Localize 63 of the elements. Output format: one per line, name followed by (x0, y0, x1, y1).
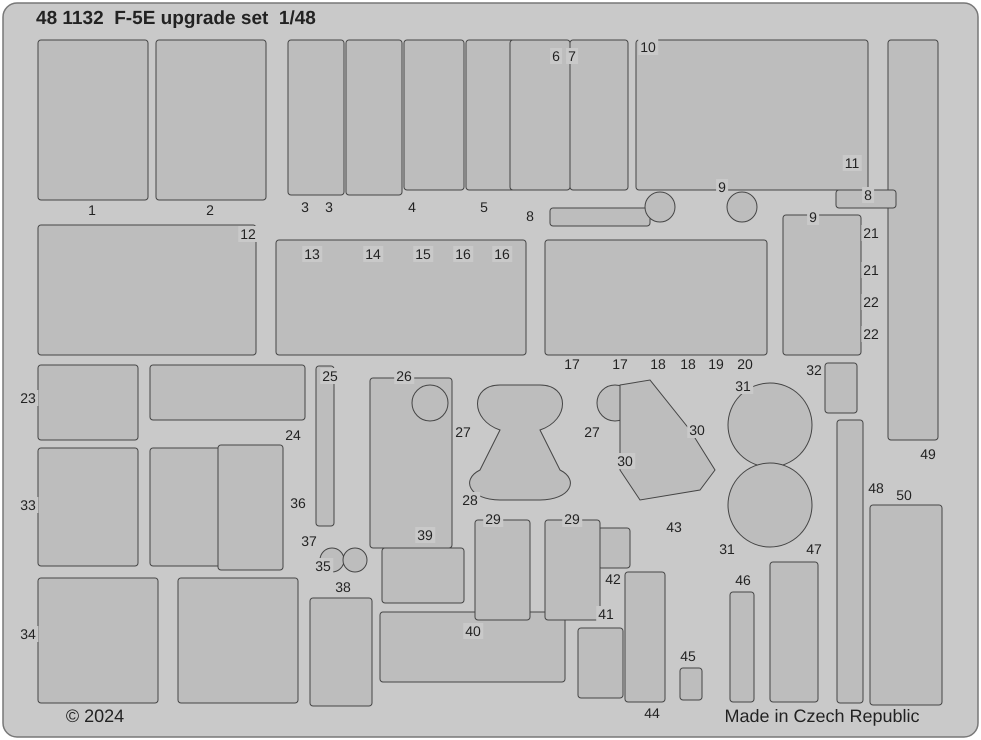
callout-number: 28 (460, 492, 480, 508)
callout-number: 3 (299, 199, 311, 215)
callout-number: 11 (842, 155, 862, 171)
callout-number: 49 (918, 446, 938, 462)
callout-number: 25 (320, 368, 340, 384)
callout-number: 16 (492, 246, 512, 262)
callout-number: 41 (596, 606, 616, 622)
callout-number: 36 (288, 495, 308, 511)
callout-number: 21 (861, 262, 881, 278)
callout-number: 46 (733, 572, 753, 588)
callout-number: 34 (18, 626, 38, 642)
callout-number: 30 (615, 453, 635, 469)
callout-number: 20 (735, 356, 755, 372)
callout-number: 29 (483, 511, 503, 527)
callout-number: 15 (413, 246, 433, 262)
callout-number: 30 (687, 422, 707, 438)
callout-number: 42 (603, 571, 623, 587)
callout-number: 26 (394, 368, 414, 384)
callout-number: 38 (333, 579, 353, 595)
callout-number: 17 (610, 356, 630, 372)
callout-number: 6 (550, 48, 562, 64)
callout-number: 2 (204, 202, 216, 218)
callout-number: 50 (894, 487, 914, 503)
callout-number: 9 (807, 209, 819, 225)
callout-number: 24 (283, 427, 303, 443)
callout-number: 27 (582, 424, 602, 440)
callout-number: 45 (678, 648, 698, 664)
callout-number: 23 (18, 390, 38, 406)
callout-number: 43 (664, 519, 684, 535)
callout-number: 29 (562, 511, 582, 527)
callout-number: 13 (302, 246, 322, 262)
callout-number: 1 (86, 202, 98, 218)
callout-number: 31 (717, 541, 737, 557)
callout-number: 8 (862, 187, 874, 203)
callout-number: 37 (299, 533, 319, 549)
callout-number: 7 (566, 48, 578, 64)
sheet-title: 48 1132 F-5E upgrade set 1/48 (36, 8, 316, 30)
callout-number: 33 (18, 497, 38, 513)
callout-number: 40 (463, 623, 483, 639)
callout-number: 47 (804, 541, 824, 557)
callout-number: 5 (478, 199, 490, 215)
callout-number: 4 (406, 199, 418, 215)
callout-number: 31 (733, 378, 753, 394)
callout-number: 39 (415, 527, 435, 543)
callout-number: 12 (238, 226, 258, 242)
callout-number: 18 (648, 356, 668, 372)
callout-number: 14 (363, 246, 383, 262)
callout-number: 18 (678, 356, 698, 372)
callout-number: 22 (861, 326, 881, 342)
callout-number: 10 (638, 39, 658, 55)
callout-number: 16 (453, 246, 473, 262)
callout-number: 9 (716, 179, 728, 195)
callout-number: 44 (642, 705, 662, 721)
callout-number: 8 (524, 208, 536, 224)
callout-number: 48 (866, 480, 886, 496)
callout-number: 32 (804, 362, 824, 378)
callout-number: 22 (861, 294, 881, 310)
callout-number: 35 (313, 558, 333, 574)
callout-number: 17 (562, 356, 582, 372)
callout-number: 21 (861, 225, 881, 241)
callout-number: 27 (453, 424, 473, 440)
callout-number: 19 (706, 356, 726, 372)
callout-number: 3 (323, 199, 335, 215)
